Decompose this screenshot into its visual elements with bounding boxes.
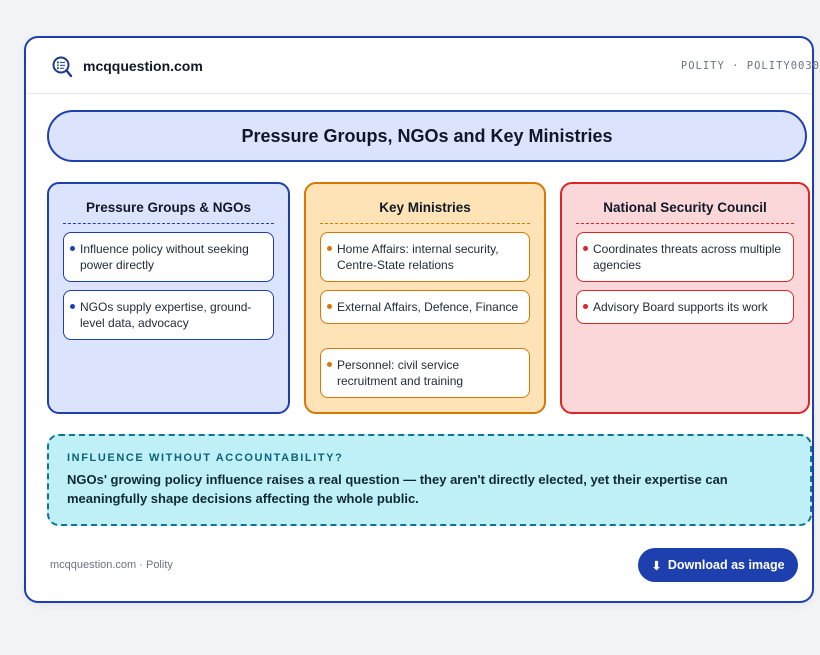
column-national-security-council: National Security Council Coordinates th… <box>560 182 810 414</box>
bullet-dot <box>70 246 75 251</box>
list-item-text: Coordinates threats across multiple agen… <box>593 242 782 272</box>
list-item: Coordinates threats across multiple agen… <box>576 232 794 282</box>
site-name: mcqquestion.com <box>83 58 203 74</box>
bullet-dot <box>70 304 75 309</box>
download-button[interactable]: ⬇ Download as image <box>638 548 798 582</box>
column-key-ministries: Key Ministries Home Affairs: internal se… <box>304 182 546 414</box>
logo-icon <box>52 56 73 78</box>
header-bar: mcqquestion.com POLITY · POLITY0030 <box>26 38 819 94</box>
list-item-text: Home Affairs: internal security, Centre-… <box>337 242 499 272</box>
list-item: Advisory Board supports its work <box>576 290 794 324</box>
column-title: Key Ministries <box>320 200 530 224</box>
content-card: mcqquestion.com POLITY · POLITY0030 Pres… <box>24 36 819 603</box>
callout-label: INFLUENCE WITHOUT ACCOUNTABILITY? <box>67 452 344 464</box>
column-title: Pressure Groups & NGOs <box>63 200 274 224</box>
list-item: Home Affairs: internal security, Centre-… <box>320 232 530 282</box>
list-item: Personnel: civil service recruitment and… <box>320 348 530 398</box>
callout-box: INFLUENCE WITHOUT ACCOUNTABILITY? NGOs' … <box>47 434 812 526</box>
list-item-text: NGOs supply expertise, ground-level data… <box>80 300 252 330</box>
bullet-dot <box>327 304 332 309</box>
page-title: Pressure Groups, NGOs and Key Ministries <box>47 110 807 162</box>
list-item: External Affairs, Defence, Finance <box>320 290 530 324</box>
footer-credit: mcqquestion.com · Polity <box>50 559 173 571</box>
list-item-text: External Affairs, Defence, Finance <box>337 300 519 314</box>
topic-code: POLITY · POLITY0030 <box>680 60 820 72</box>
bullet-dot <box>583 304 588 309</box>
download-button-label: Download as image <box>667 558 785 572</box>
list-item: NGOs supply expertise, ground-level data… <box>63 290 274 340</box>
list-item: Influence policy without seeking power d… <box>63 232 274 282</box>
list-item-text: Personnel: civil service recruitment and… <box>337 358 464 388</box>
callout-text: NGOs' growing policy influence raises a … <box>67 472 728 506</box>
list-item-text: Advisory Board supports its work <box>593 300 768 314</box>
bullet-dot <box>583 246 588 251</box>
bullet-dot <box>327 246 332 251</box>
bullet-dot <box>327 362 332 367</box>
column-pressure-groups: Pressure Groups & NGOs Influence policy … <box>47 182 290 414</box>
list-item-text: Influence policy without seeking power d… <box>80 242 249 272</box>
download-icon: ⬇ <box>651 558 662 573</box>
column-title: National Security Council <box>576 200 794 224</box>
